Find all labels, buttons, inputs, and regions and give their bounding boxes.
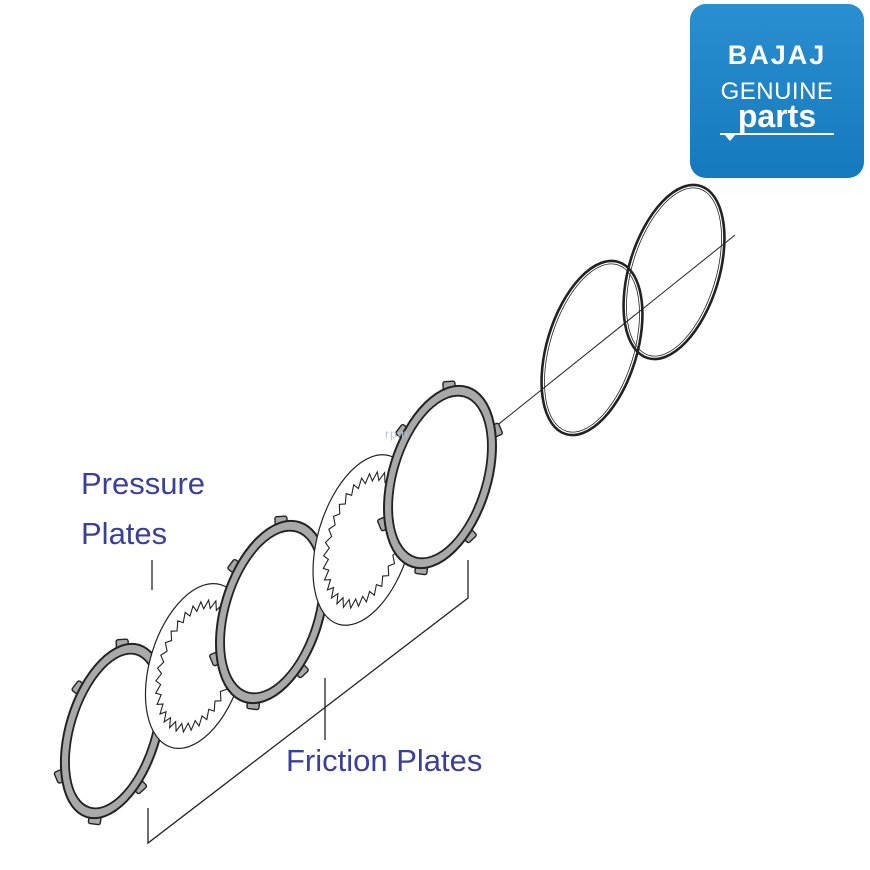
pressure-plates-label: Pressure Plates: [81, 459, 205, 559]
logo-parts: parts: [737, 98, 817, 134]
friction-plates-label: Friction Plates: [286, 743, 483, 778]
bajaj-genuine-parts-logo: BAJAJ GENUINE parts: [690, 4, 864, 178]
friction-plate: [209, 515, 335, 711]
ring-edge: [540, 259, 644, 437]
friction-plate: [377, 380, 503, 576]
pressure-label-line1: Pressure: [81, 466, 206, 501]
plate-inner-edge: [68, 652, 158, 810]
logo-genuine: GENUINE: [720, 78, 834, 105]
friction-bracket: [147, 560, 469, 845]
watermark: rpm: [385, 427, 409, 441]
logo-underline-icon: [720, 133, 834, 141]
ring-inner-edge: [544, 263, 640, 433]
ring-edge: [622, 183, 726, 361]
logo-brand: BAJAJ: [727, 40, 827, 70]
plate-inner-edge: [223, 529, 321, 695]
plate-inner-edge: [391, 394, 489, 560]
ring: [540, 259, 644, 437]
friction-plate: [53, 638, 173, 826]
pressure-label-line2: Plates: [81, 516, 168, 551]
ring: [622, 183, 726, 361]
ring-inner-edge: [626, 187, 722, 357]
